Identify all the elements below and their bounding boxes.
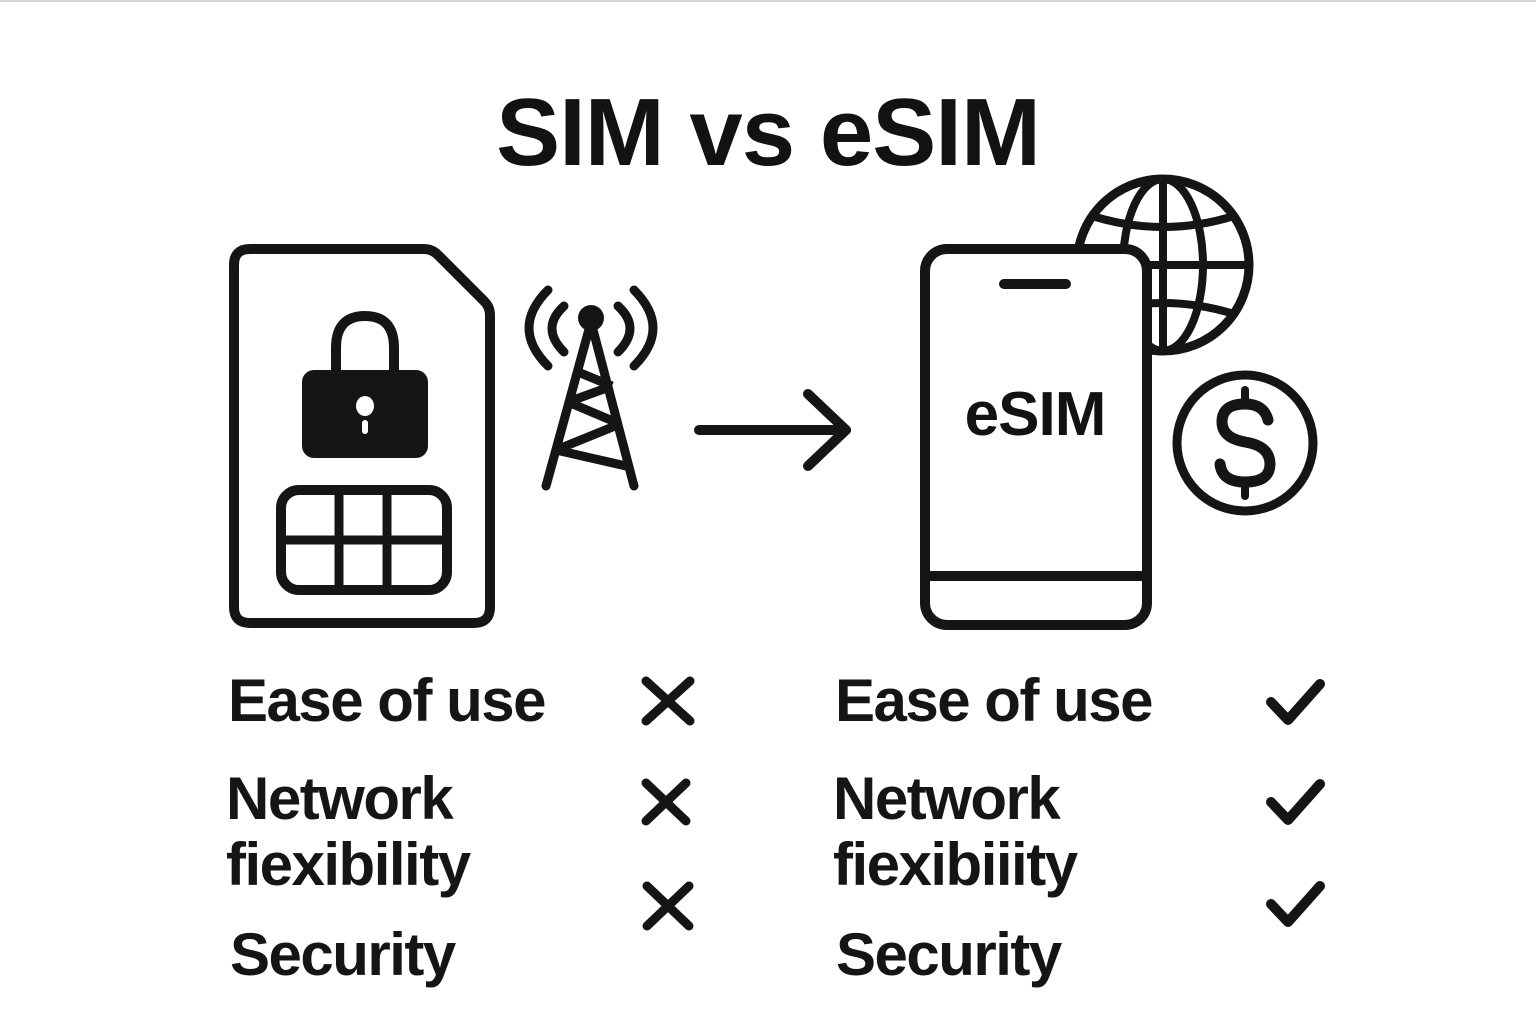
page-title: SIM vs eSIM [496,79,1041,186]
cross-icon [641,778,691,826]
esim-feature-security: Security [836,921,1062,988]
esim-feature-ease-of-use: Ease of use [835,667,1154,734]
check-icon [1266,881,1325,927]
sim-feature-security: Security [230,921,456,988]
cell-tower-icon [524,285,658,491]
cross-icon [642,881,694,931]
right-arrow-icon [694,389,851,471]
sim-feature-ease-of-use: Ease of use [228,667,547,734]
sim-card-icon [229,244,495,628]
chip-icon [276,485,452,595]
cross-icon [641,676,695,726]
top-border-line [0,0,1536,2]
check-icon [1266,679,1325,725]
padlock-icon [302,310,428,458]
check-icon [1266,779,1325,825]
dollar-coin-icon [1172,370,1318,516]
smartphone-icon [920,244,1152,630]
phone-esim-label: eSIM [964,380,1107,449]
sim-feature-network-flexibility: Network fiexibility [226,765,471,898]
esim-feature-network-flexibility: Network fiexibiiity [833,765,1078,898]
